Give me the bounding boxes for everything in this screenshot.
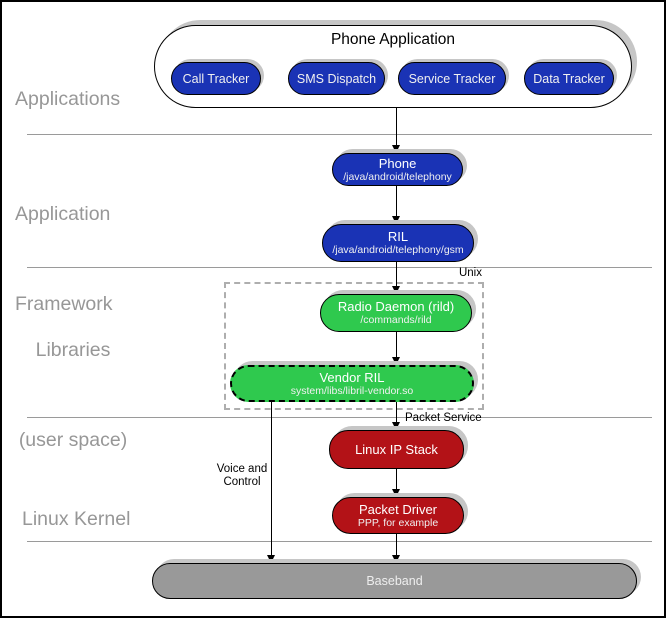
voice-and-control-line: Control (223, 476, 261, 488)
node-call-tracker: Call Tracker (171, 62, 261, 95)
node-subtitle: /java/android/telephony (343, 170, 452, 183)
packet-service-label: Packet Service (405, 412, 482, 424)
voice-and-control-label: Voice and Control (207, 463, 277, 489)
node-radio-daemon: Radio Daemon (rild) /commands/rild (320, 294, 472, 332)
layer-label-applications: Applications (15, 24, 120, 174)
node-title: RIL (387, 229, 409, 244)
node-vendor-ril: Vendor RIL system/libs/libril-vendor.so (230, 365, 474, 402)
divider-applications-framework (27, 134, 652, 135)
node-subtitle: /java/android/telephony/gsm (332, 244, 464, 256)
arrow-phone-to-ril-line (396, 186, 398, 217)
arrow-vendor-to-baseband-voice-head (267, 555, 275, 563)
arrow-app-to-phone-line (396, 107, 398, 146)
node-packet-driver: Packet Driver PPP, for example (332, 497, 464, 534)
arrow-app-to-phone-head (392, 145, 400, 153)
layer-label-line: Libraries (35, 339, 111, 361)
layer-label-line: (user space) (18, 429, 128, 451)
layer-label-libraries: Libraries (user space) (7, 275, 139, 515)
arrow-ril-to-rild-line (396, 262, 398, 287)
arrow-rild-to-vendor-head (392, 357, 400, 365)
node-subtitle: system/libs/libril-vendor.so (290, 384, 414, 397)
layer-label-linux-kernel: Linux Kernel (22, 444, 130, 594)
node-title: Radio Daemon (rild) (337, 299, 455, 314)
divider-kernel-baseband (27, 541, 652, 542)
node-subtitle: /commands/rild (360, 314, 432, 326)
divider-framework-libraries (27, 267, 652, 268)
node-baseband: Baseband (152, 563, 637, 599)
unix-group-box (224, 282, 484, 410)
phone-application-title: Phone Application (330, 31, 456, 48)
node-title: Baseband (366, 573, 423, 588)
divider-libraries-kernel (27, 417, 652, 418)
layer-label-line: Application (15, 203, 111, 225)
unix-label: Unix (458, 267, 482, 279)
node-title: Packet Driver (358, 501, 438, 517)
arrow-phone-to-ril-head (392, 216, 400, 224)
layer-label-line: Linux Kernel (22, 508, 131, 530)
arrow-vendor-to-baseband-voice-line (271, 402, 273, 556)
layer-label-application-framework: Application Framework (15, 139, 113, 379)
arrow-ril-to-rild-head (392, 286, 400, 294)
node-phone: Phone /java/android/telephony (332, 153, 463, 186)
node-service-tracker: Service Tracker (398, 62, 506, 95)
arrow-packetdriver-to-baseband-line (396, 534, 398, 556)
voice-and-control-line: Voice and (216, 463, 268, 475)
phone-application-container: Phone Application Call Tracker SMS Dispa… (154, 25, 632, 108)
arrow-vendor-to-ipstack-head (392, 422, 400, 430)
node-title: Phone (378, 155, 417, 171)
arrow-ipstack-to-packetdriver-head (392, 489, 400, 497)
node-linux-ip-stack: Linux IP Stack (329, 430, 464, 469)
layer-label-line: Applications (15, 88, 121, 110)
layer-label-line: Framework (15, 293, 113, 315)
arrow-rild-to-vendor-line (396, 332, 398, 358)
node-title: Linux IP Stack (355, 442, 438, 457)
arrow-vendor-to-ipstack-line (396, 402, 398, 423)
arrow-ipstack-to-packetdriver-line (396, 469, 398, 490)
node-sms-dispatch: SMS Dispatch (288, 62, 385, 95)
node-data-tracker: Data Tracker (524, 62, 614, 95)
node-title: Vendor RIL (319, 369, 385, 385)
arrow-packetdriver-to-baseband-head (392, 555, 400, 563)
node-subtitle: PPP, for example (357, 516, 439, 529)
node-ril: RIL /java/android/telephony/gsm (322, 224, 474, 262)
layer-label-baseband: Baseband (25, 567, 113, 616)
